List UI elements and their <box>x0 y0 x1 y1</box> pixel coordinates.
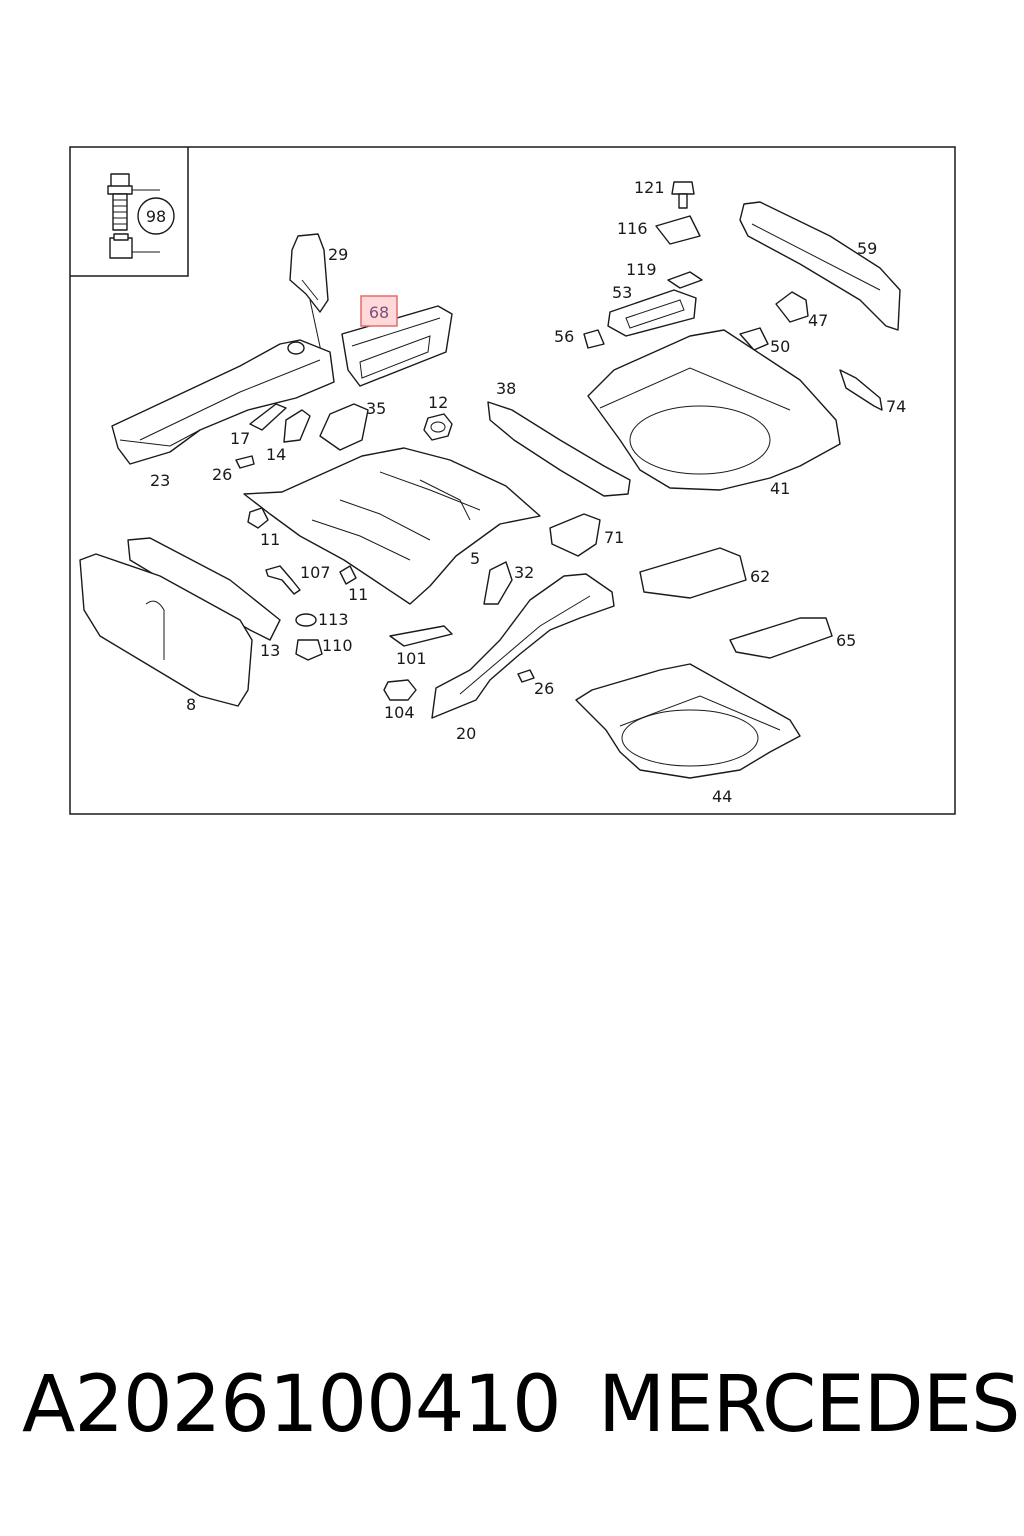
part-101-drawing <box>389 625 453 647</box>
callout-17: 17 <box>230 429 250 448</box>
callout-12: 12 <box>428 393 448 412</box>
part-12-drawing <box>423 413 453 441</box>
callout-13: 13 <box>260 641 280 660</box>
callout-47: 47 <box>808 311 828 330</box>
part-44-drawing <box>575 663 801 779</box>
callout-41: 41 <box>770 479 790 498</box>
callout-8: 8 <box>186 695 196 714</box>
callout-116: 116 <box>617 219 648 238</box>
part-71-drawing <box>549 513 601 557</box>
callout-38: 38 <box>496 379 516 398</box>
part-35-drawing <box>319 403 369 451</box>
callout-20: 20 <box>456 724 476 743</box>
callout-11a: 11 <box>260 530 280 549</box>
part-104-drawing <box>383 679 417 701</box>
callout-14: 14 <box>266 445 286 464</box>
callout-68: 68 <box>369 303 389 322</box>
footer: A2026100410 MERCEDES <box>0 1360 1024 1470</box>
callout-113: 113 <box>318 610 349 629</box>
callout-71: 71 <box>604 528 624 547</box>
part-29-drawing <box>289 233 329 357</box>
callout-119: 119 <box>626 260 657 279</box>
part-116-drawing <box>655 215 701 245</box>
callout-11b: 11 <box>348 585 368 604</box>
part-56-drawing <box>583 329 605 349</box>
part-13-drawing <box>127 537 281 641</box>
part-110-drawing <box>295 639 323 661</box>
part-14-drawing <box>283 409 311 443</box>
callout-35: 35 <box>366 399 386 418</box>
part-113-drawing <box>295 613 317 627</box>
part-119-drawing <box>667 271 703 289</box>
part-11b-drawing <box>339 565 357 585</box>
callout-29: 29 <box>328 245 348 264</box>
callout-23: 23 <box>150 471 170 490</box>
part-59-drawing <box>739 201 901 331</box>
callout-32: 32 <box>514 563 534 582</box>
part-107-drawing <box>265 565 301 595</box>
callout-107: 107 <box>300 563 331 582</box>
part-8-drawing <box>79 553 253 707</box>
part-17-drawing <box>249 403 287 431</box>
callout-50: 50 <box>770 337 790 356</box>
brand-name: MERCEDES <box>598 1360 1020 1450</box>
part-53-drawing <box>607 289 697 337</box>
part-38-drawing <box>487 401 631 497</box>
part-5-drawing <box>243 447 541 605</box>
part-50-drawing <box>739 327 769 351</box>
callout-104: 104 <box>384 703 415 722</box>
part-26b-drawing <box>517 669 535 683</box>
part-121-drawing <box>671 181 695 209</box>
part-32-drawing <box>483 561 513 605</box>
callout-65: 65 <box>836 631 856 650</box>
callout-56: 56 <box>554 327 574 346</box>
callout-62: 62 <box>750 567 770 586</box>
inset-box <box>70 147 189 277</box>
part-74-drawing <box>839 369 883 411</box>
part-62-drawing <box>639 547 747 599</box>
callout-26a: 26 <box>212 465 232 484</box>
callout-121: 121 <box>634 178 665 197</box>
part-11a-drawing <box>247 507 269 529</box>
part-47-drawing <box>775 291 809 323</box>
part-26a-drawing <box>235 455 255 469</box>
callout-101: 101 <box>396 649 427 668</box>
part-41-drawing <box>587 329 841 491</box>
highlight-box-68 <box>360 295 398 327</box>
callout-5: 5 <box>470 549 480 568</box>
part-number: A2026100410 <box>22 1360 562 1450</box>
callout-74: 74 <box>886 397 906 416</box>
callout-44: 44 <box>712 787 732 806</box>
part-23-drawing <box>111 339 335 465</box>
part-65-drawing <box>729 617 833 659</box>
part-20-drawing <box>431 573 615 719</box>
callout-53: 53 <box>612 283 632 302</box>
bolt-98-drawing <box>107 173 175 259</box>
callout-110: 110 <box>322 636 353 655</box>
callout-26b: 26 <box>534 679 554 698</box>
callout-98: 98 <box>146 207 166 226</box>
callout-59: 59 <box>857 239 877 258</box>
